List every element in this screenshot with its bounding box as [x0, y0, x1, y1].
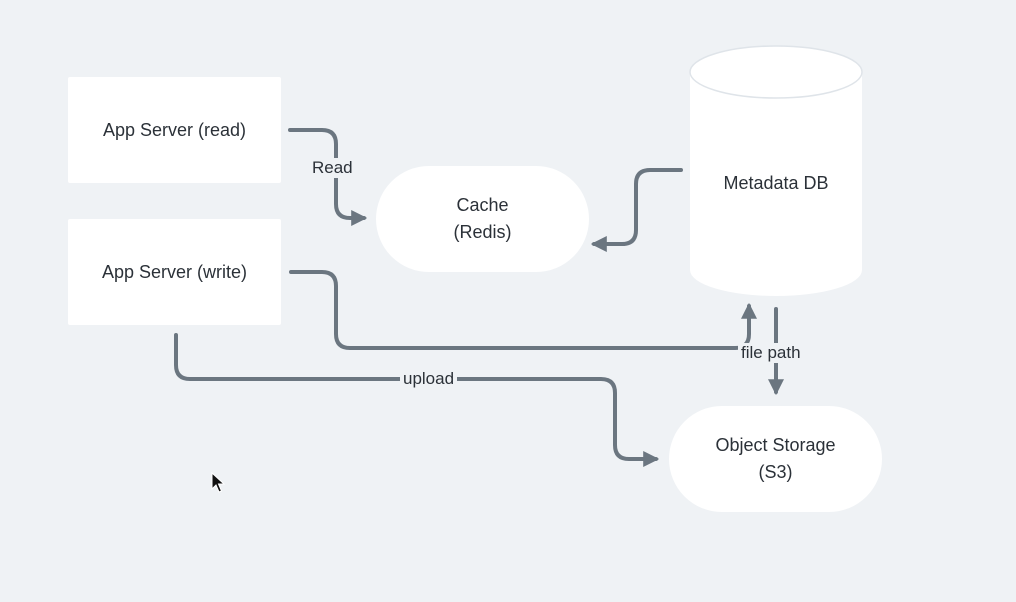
- file-path-edge-label: file path: [738, 343, 804, 363]
- app-server-write-label: App Server (write): [101, 261, 248, 282]
- upload-connector: [174, 333, 660, 467]
- db-to-cache-connector: [590, 168, 683, 252]
- write-to-db-connector: [289, 270, 757, 350]
- object-storage-label-line-1: Object Storage: [715, 435, 836, 455]
- metadata-db-label: Metadata DB: [723, 173, 829, 193]
- object-storage-label-line-2: (S3): [758, 462, 793, 482]
- cache-node[interactable]: Cache (Redis): [376, 166, 589, 272]
- mouse-cursor-icon: [211, 472, 225, 493]
- metadata-db-cylinder[interactable]: [689, 45, 863, 296]
- app-server-read-node[interactable]: App Server (read): [68, 77, 281, 183]
- read-edge-label: Read: [309, 158, 356, 178]
- app-server-write-node[interactable]: App Server (write): [68, 219, 281, 325]
- cache-label-line-1: Cache: [456, 195, 509, 215]
- object-storage-node[interactable]: Object Storage (S3): [669, 406, 882, 512]
- app-server-read-label: App Server (read): [102, 119, 247, 140]
- cache-label-line-2: (Redis): [453, 222, 512, 242]
- upload-edge-label: upload: [400, 369, 458, 389]
